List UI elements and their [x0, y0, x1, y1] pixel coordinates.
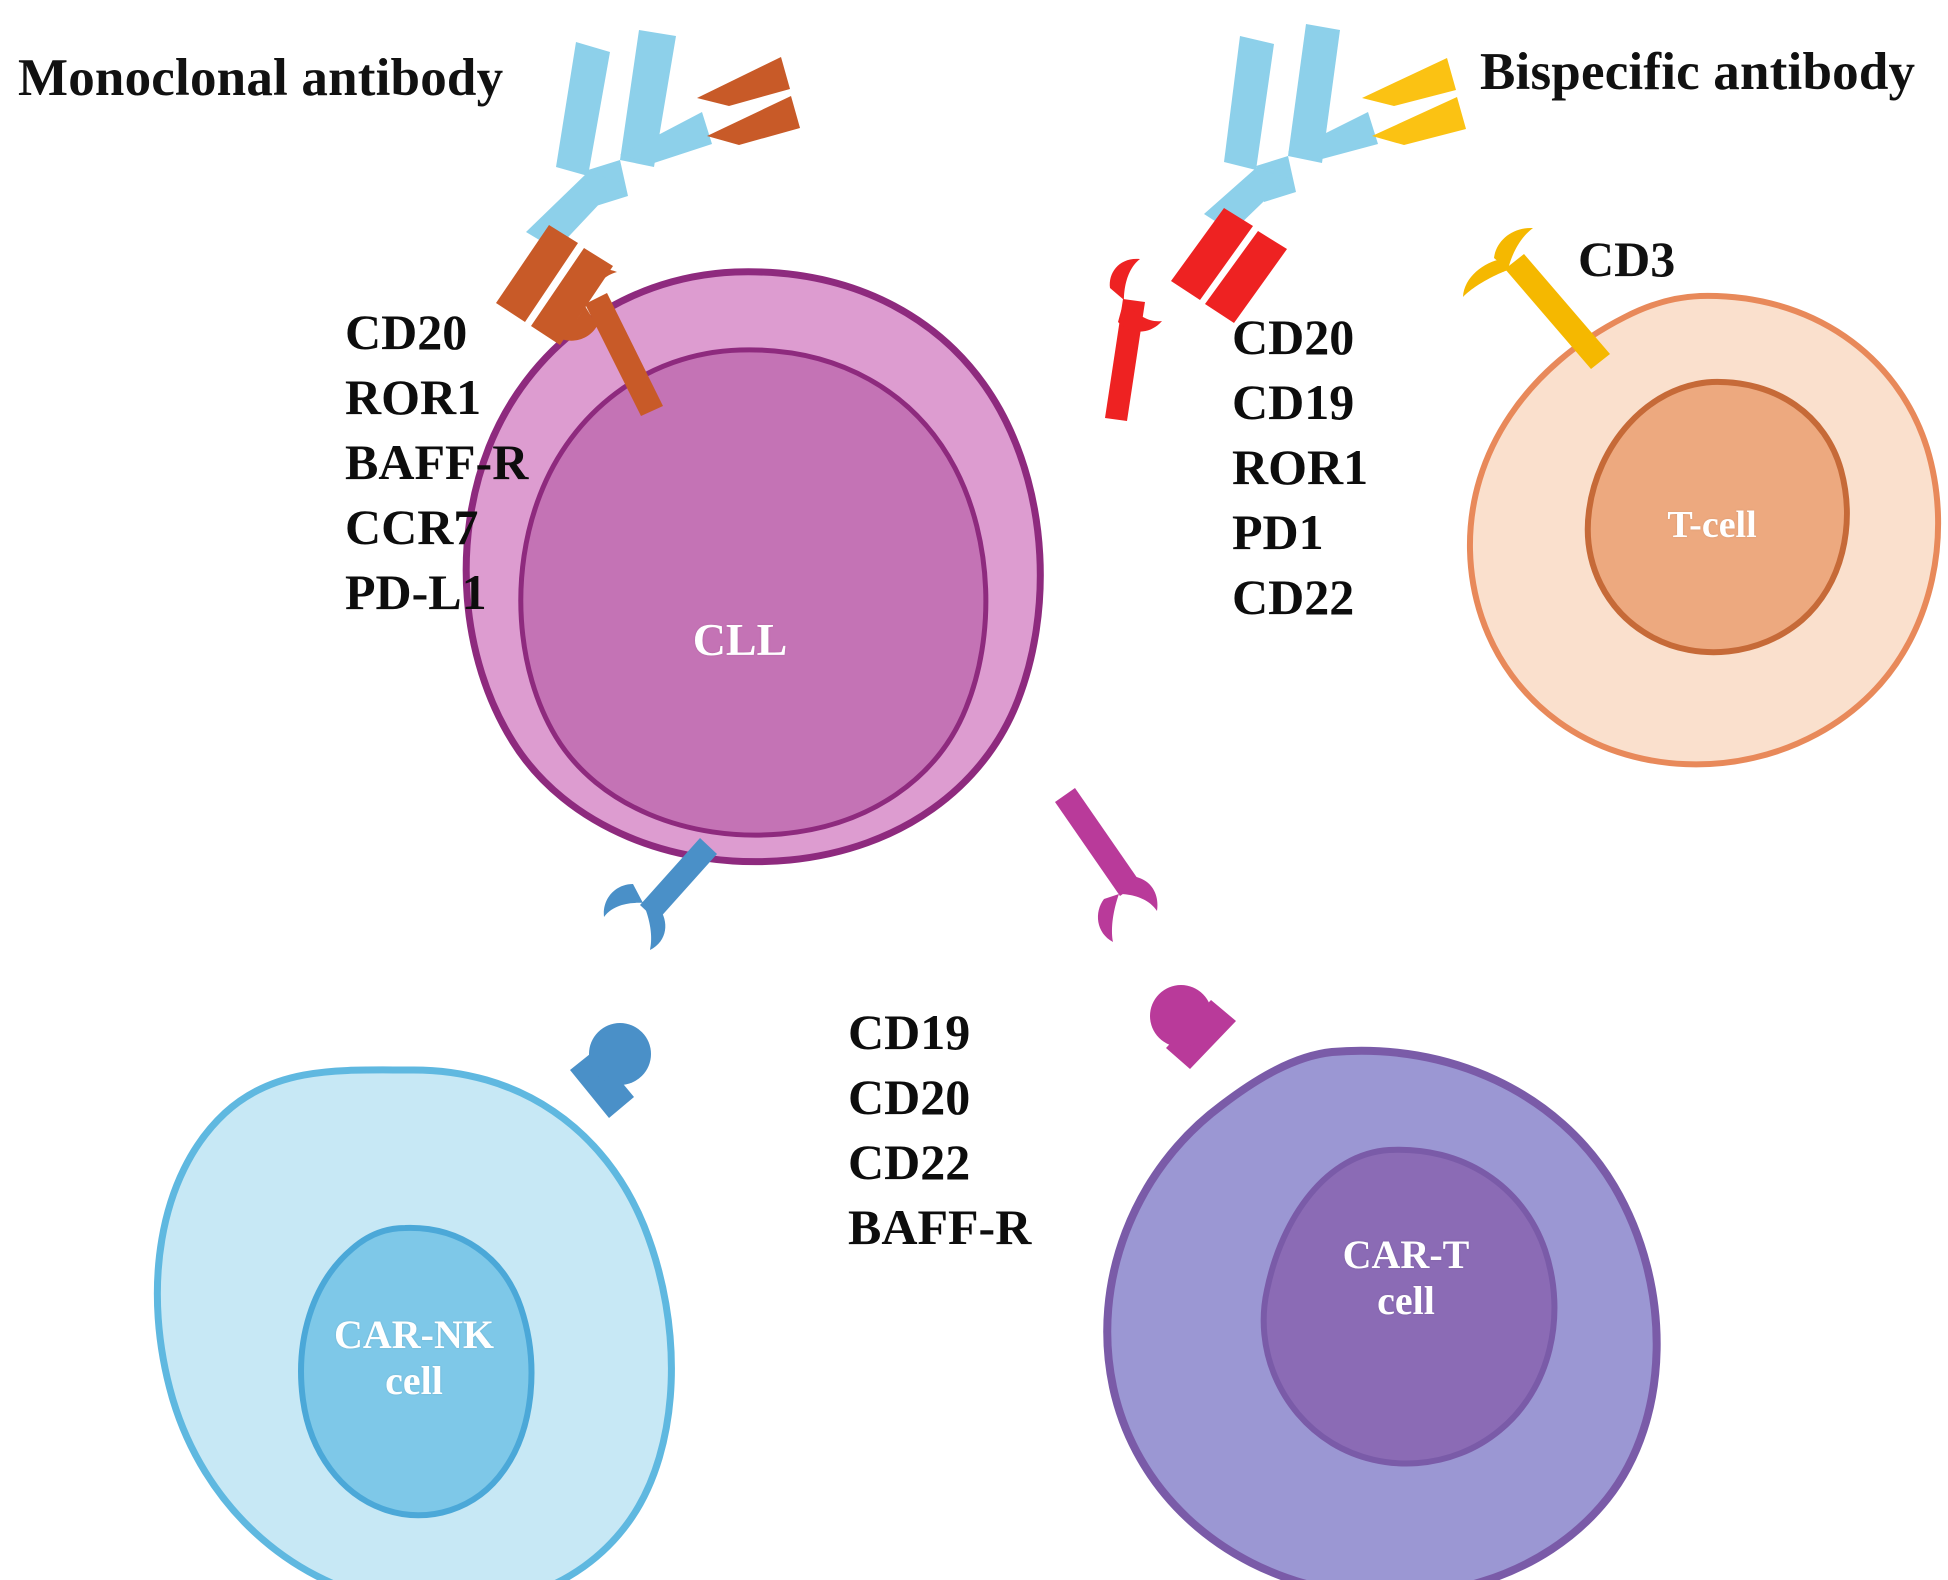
marker-item: CD22 — [848, 1134, 971, 1190]
monoclonal-antibody-title: Monoclonal antibody — [18, 49, 504, 107]
bispecific-antibody-icon[interactable] — [1171, 24, 1466, 323]
car-t-receptor-icon — [1150, 985, 1236, 1069]
car-t-nucleus — [1260, 1146, 1558, 1467]
car-t-cell-label: CAR-T cell — [1306, 1232, 1506, 1324]
marker-item: PD-L1 — [345, 564, 487, 620]
marker-item: CD20 — [848, 1069, 971, 1125]
marker-item: BAFF-R — [848, 1199, 1032, 1255]
marker-item: PD1 — [1232, 504, 1324, 560]
monoclonal-antibody-icon[interactable] — [496, 30, 800, 345]
marker-item: CCR7 — [345, 499, 479, 555]
car-nk-label-line2: cell — [385, 1358, 443, 1403]
marker-item: CD20 — [1232, 309, 1355, 365]
car-nk-nucleus — [298, 1224, 535, 1519]
t-cell-label: T-cell — [1667, 504, 1757, 546]
cll-receptor-carnk-icon — [603, 838, 717, 950]
car-target-list: CD19 CD20 CD22 BAFF-R — [848, 1000, 1031, 1260]
marker-item: CD19 — [848, 1004, 971, 1060]
car-nk-receptor-icon — [570, 1023, 651, 1118]
car-t-label-line1: CAR-T — [1342, 1232, 1470, 1277]
marker-item: CD19 — [1232, 374, 1355, 430]
cd3-receptor-icon — [1463, 227, 1610, 369]
bispecific-antibody-title: Bispecific antibody — [1480, 43, 1916, 101]
marker-item: ROR1 — [345, 369, 482, 425]
cll-nucleus — [518, 347, 989, 838]
cll-receptor-bispecific-icon — [1105, 258, 1162, 421]
car-t-cell-group[interactable] — [1103, 1046, 1661, 1580]
marker-item: CD22 — [1232, 569, 1355, 625]
car-nk-cell-label: CAR-NK cell — [314, 1312, 514, 1404]
bispecific-target-list: CD20 CD19 ROR1 PD1 CD22 — [1232, 305, 1368, 630]
marker-item: CD20 — [345, 304, 468, 360]
cll-cell-group[interactable] — [462, 268, 1044, 866]
cd3-receptor-label: CD3 — [1578, 231, 1676, 287]
cll-receptor-cart-icon — [1055, 788, 1158, 942]
marker-item: ROR1 — [1232, 439, 1369, 495]
t-cell-group[interactable] — [1466, 292, 1942, 768]
monoclonal-target-list: CD20 ROR1 BAFF-R CCR7 PD-L1 — [345, 300, 528, 625]
car-t-label-line2: cell — [1377, 1278, 1435, 1323]
car-nk-label-line1: CAR-NK — [334, 1312, 494, 1357]
cll-cell-label: CLL — [692, 614, 788, 665]
marker-item: BAFF-R — [345, 434, 529, 490]
car-nk-cell-group[interactable] — [153, 1066, 675, 1580]
t-cell-nucleus — [1584, 378, 1850, 656]
